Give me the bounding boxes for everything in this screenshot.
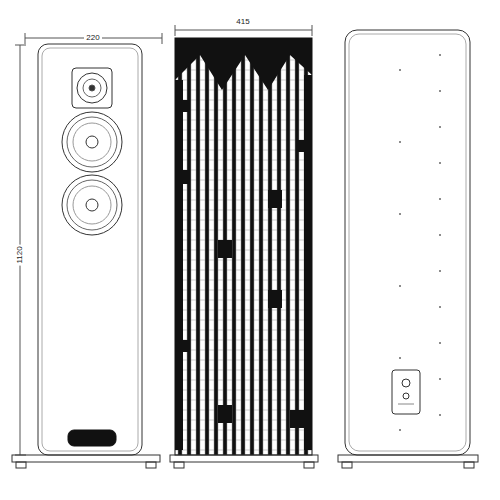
screw-dot [439,342,441,344]
screw-dot [439,198,441,200]
screw-dot [439,90,441,92]
screw-dot [439,306,441,308]
screw-dot [399,429,401,431]
screw-dot [399,285,401,287]
screw-dot [439,378,441,380]
screw-dot [439,414,441,416]
screw-dot [439,234,441,236]
dimension-label: 415 [234,17,251,27]
screw-dot [399,213,401,215]
screw-dot [439,270,441,272]
screw-dot [399,69,401,71]
screw-dot [439,126,441,128]
screw-dot [399,141,401,143]
dimension-label: 220 [84,33,101,43]
screw-dot [439,54,441,56]
dimension-label: 1120 [15,244,25,265]
screw-dot [399,357,401,359]
screw-dot [439,162,441,164]
